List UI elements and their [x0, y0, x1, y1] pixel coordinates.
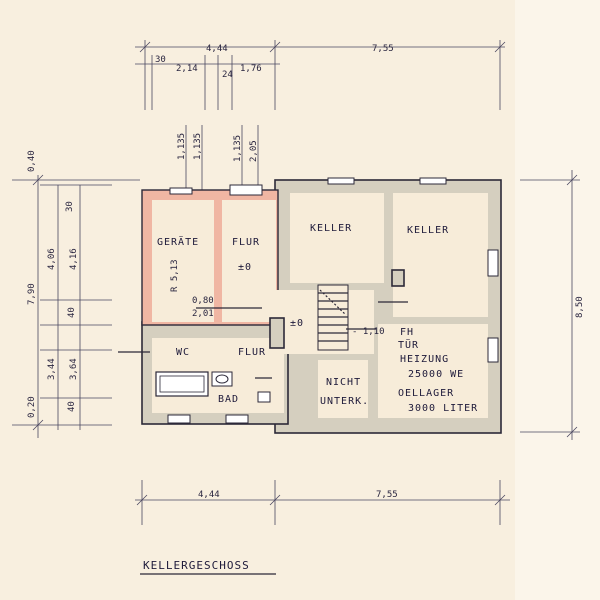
dim-left-344: 3,44: [47, 358, 57, 380]
label-unterk: UNTERK.: [320, 396, 369, 407]
dim-left-406: 4,06: [47, 248, 57, 270]
dim-top-30: 30: [155, 55, 166, 65]
right-dimension: [520, 170, 580, 440]
dim-bottom-755: 7,55: [376, 490, 398, 500]
label-keller-2: KELLER: [407, 225, 449, 236]
dim-right-850: 8,50: [575, 296, 585, 318]
dim-left-364: 3,64: [69, 358, 79, 380]
dim-door-201: 2,01: [192, 309, 214, 319]
window-dimensions: [185, 125, 259, 195]
dim-win-2-135: 1,135: [233, 135, 243, 162]
top-dimensions: [135, 40, 506, 110]
dim-left-416: 4,16: [69, 248, 79, 270]
dim-win-1-135a: 1,135: [177, 133, 187, 160]
dim-top-444: 4,44: [206, 44, 228, 54]
bottom-dimension: [135, 480, 510, 525]
label-geraete: GERÄTE: [157, 235, 199, 248]
dim-win-1-135b: 1,135: [193, 133, 203, 160]
dim-top-214: 2,14: [176, 64, 198, 74]
label-tuer: TÜR: [398, 338, 419, 351]
label-oellager: OELLAGER: [398, 388, 454, 399]
dim-win-2-205: 2,05: [249, 140, 259, 162]
dim-top-176: 1,76: [240, 64, 262, 74]
dim-left-020: 0,20: [27, 396, 37, 418]
dim-left-40a: 40: [67, 307, 77, 318]
label-keller-1: KELLER: [310, 223, 352, 234]
label-fh: FH: [400, 327, 414, 338]
label-nicht: NICHT: [326, 377, 361, 388]
dim-left-040: 0,40: [27, 150, 37, 172]
dim-left-790: 7,90: [27, 283, 37, 305]
pillar: [391, 269, 405, 287]
bathroom-fixtures: [155, 371, 271, 403]
interior-lines: [118, 301, 408, 379]
dim-left-40b: 40: [67, 401, 77, 412]
dim-top-755: 7,55: [372, 44, 394, 54]
label-wc: WC: [176, 347, 190, 358]
label-radius: R 5,13: [170, 259, 180, 292]
paper-margin: [515, 0, 600, 600]
label-flur-bottom-level: ±0: [290, 318, 304, 329]
label-flur-top-level: ±0: [238, 262, 252, 273]
chimney: [269, 317, 285, 349]
windows: [167, 177, 499, 424]
dim-left-30: 30: [65, 201, 75, 212]
staircase: [317, 284, 349, 351]
label-heizung-value: 25000 WE: [408, 369, 464, 380]
dim-door-080: 0,80: [192, 296, 214, 306]
label-stair-level: - 1,10: [352, 327, 385, 337]
label-heizung: HEIZUNG: [400, 354, 449, 365]
label-oellager-value: 3000 LITER: [408, 403, 478, 414]
label-bad: BAD: [218, 394, 239, 405]
drawing-title: KELLERGESCHOSS: [143, 559, 250, 572]
dim-bottom-444: 4,44: [198, 490, 220, 500]
label-flur-top: FLUR: [232, 237, 260, 248]
label-flur-bottom: FLUR: [238, 347, 266, 358]
dim-top-24: 24: [222, 70, 233, 80]
left-dimensions: [12, 174, 140, 438]
